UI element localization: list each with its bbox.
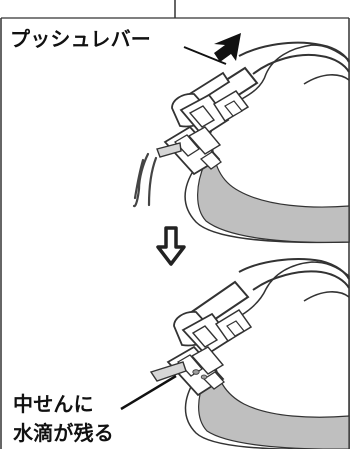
push-lever-label: プッシュレバー <box>10 29 151 50</box>
water-drop-1 <box>193 370 199 375</box>
stopper-label-line1: 中せんに <box>13 394 94 415</box>
water-drop-2 <box>201 375 207 379</box>
stopper-label-line2: 水滴が残る <box>13 423 114 444</box>
